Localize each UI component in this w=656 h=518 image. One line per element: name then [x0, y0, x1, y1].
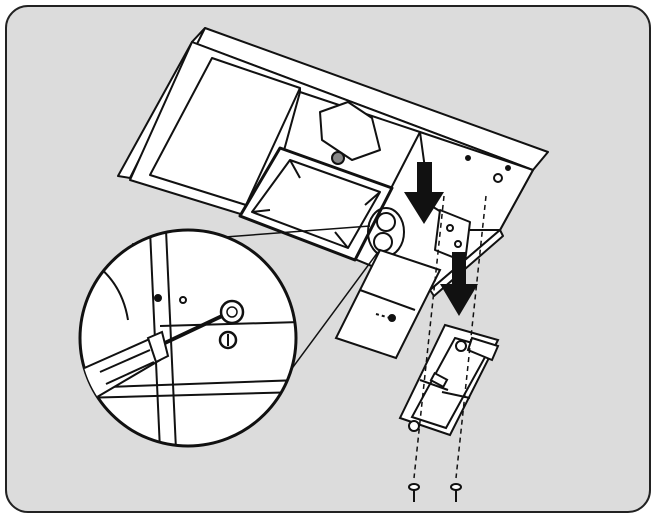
- hood-rear-edge: [429, 229, 504, 297]
- keyhole-2: [373, 232, 393, 252]
- inset-keyhole-upper: [219, 299, 245, 325]
- alignment-lines: [413, 195, 487, 479]
- bracket-hole-bottom: [408, 420, 420, 432]
- arrow-down-lower: [440, 252, 478, 316]
- magnifier-inset: [78, 228, 298, 448]
- keyhole-1: [376, 212, 396, 232]
- mounting-strip: [334, 248, 442, 360]
- bracket-hole-top: [455, 340, 467, 352]
- arrows: [404, 162, 478, 316]
- screws: [408, 483, 462, 502]
- fan-knob: [331, 151, 345, 165]
- range-hood: [117, 27, 549, 297]
- inset-keyhole-lower: [218, 330, 238, 350]
- screw-left: [408, 483, 420, 502]
- arrow-down-upper: [404, 162, 444, 224]
- screw-right: [450, 483, 462, 502]
- mounting-bracket: [398, 323, 500, 437]
